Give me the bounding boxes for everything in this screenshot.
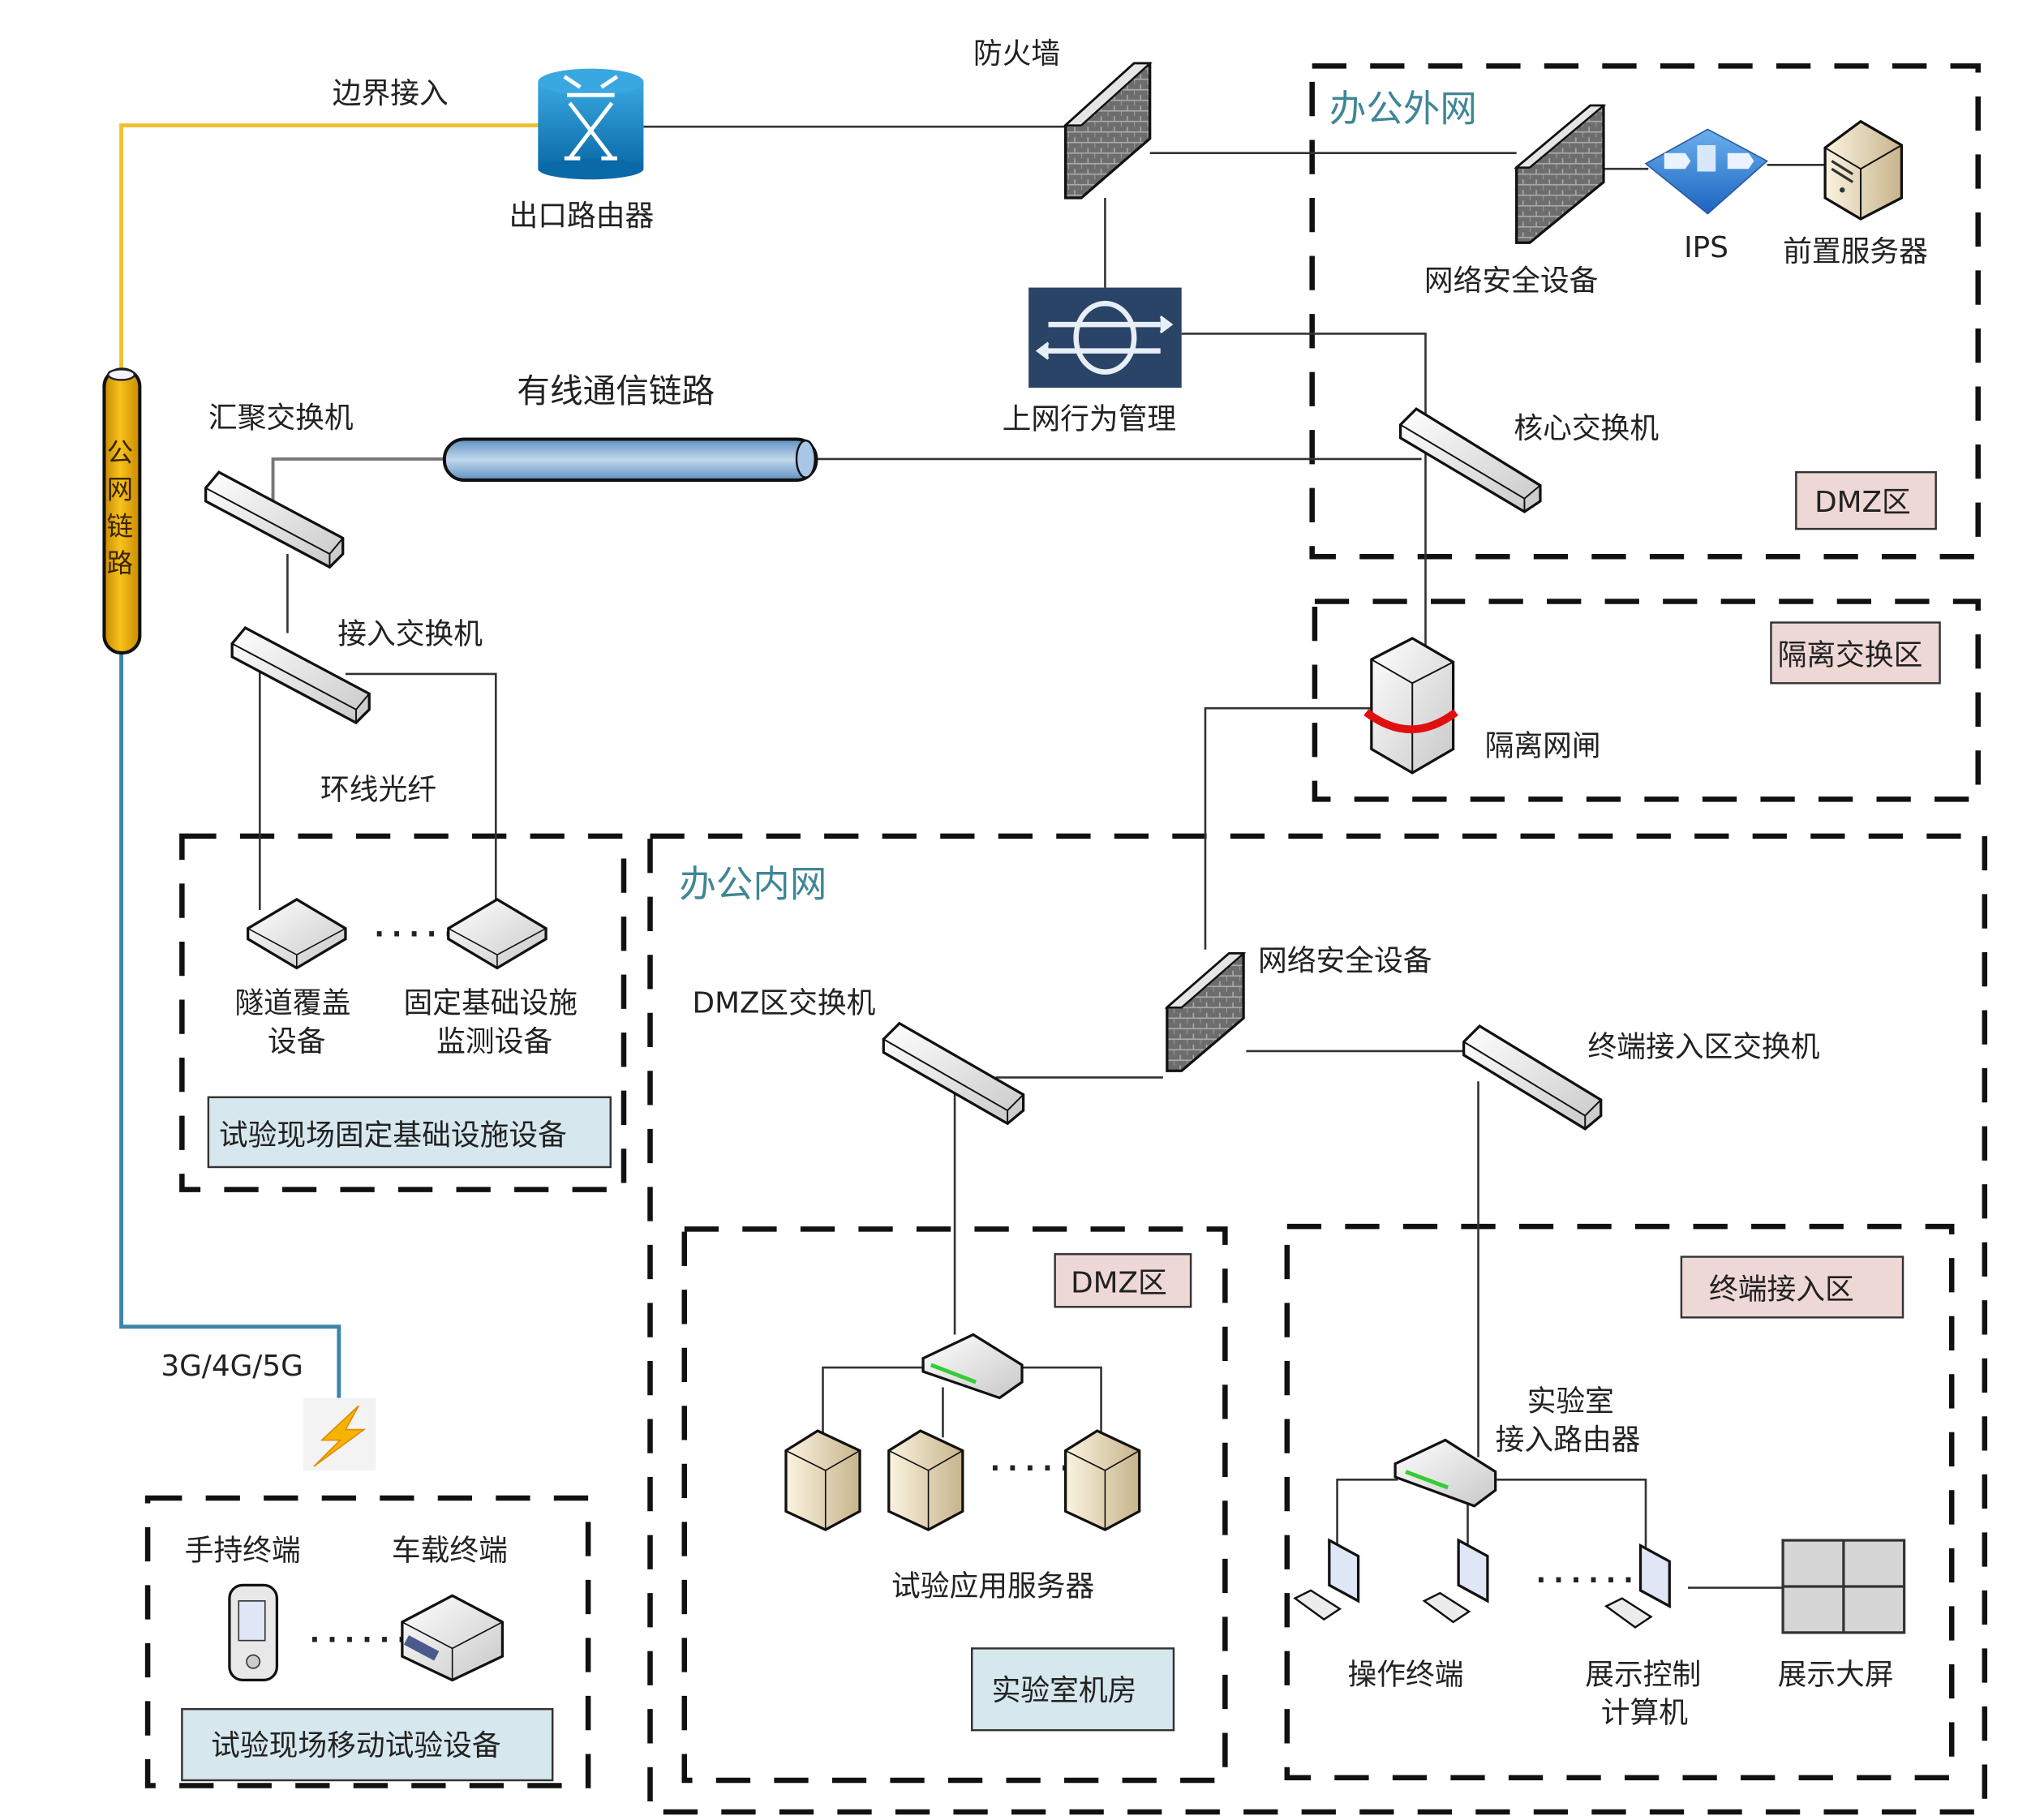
aggregation-switch-icon bbox=[204, 470, 345, 569]
link-router-servers bbox=[822, 1366, 1102, 1438]
label-dmz-switch: DMZ区交换机 bbox=[693, 987, 876, 1020]
ext-security-firewall-icon bbox=[1514, 104, 1607, 244]
label-firewall: 防火墙 bbox=[973, 37, 1060, 71]
label-vehicle: 车载终端 bbox=[392, 1534, 508, 1567]
handheld-terminal-icon bbox=[228, 1583, 279, 1682]
label-handheld: 手持终端 bbox=[185, 1534, 301, 1567]
int-security-firewall-icon bbox=[1164, 951, 1247, 1072]
tag-terminal-access: 终端接入区 bbox=[1680, 1256, 1904, 1319]
label-lab-router-1: 实验室 bbox=[1527, 1385, 1614, 1419]
front-server-icon bbox=[1823, 119, 1904, 221]
label-access-switch: 接入交换机 bbox=[337, 618, 483, 651]
terminal-switch-icon bbox=[1462, 1024, 1603, 1131]
label-display-computer-1: 展示控制 bbox=[1585, 1658, 1701, 1691]
label-int-security: 网络安全设备 bbox=[1258, 945, 1432, 978]
label-display-computer-2: 计算机 bbox=[1601, 1696, 1688, 1729]
label-core-switch: 核心交换机 bbox=[1514, 412, 1659, 445]
label-ring-fiber: 环线光纤 bbox=[320, 773, 436, 806]
label-app-servers: 试验应用服务器 bbox=[891, 1569, 1094, 1603]
app-server-icon bbox=[887, 1429, 964, 1531]
gatekeeper-icon bbox=[1363, 637, 1458, 775]
egress-router-icon bbox=[538, 68, 644, 180]
svg-text:终端接入区: 终端接入区 bbox=[1709, 1273, 1854, 1307]
zone-inner-dmz bbox=[681, 1226, 1228, 1784]
zone-isolation bbox=[1312, 599, 1981, 802]
label-operator-terminal: 操作终端 bbox=[1348, 1658, 1464, 1691]
monitor-device-icon bbox=[447, 898, 548, 970]
label-border-access: 边界接入 bbox=[333, 77, 449, 110]
svg-text:实验室机房: 实验室机房 bbox=[992, 1674, 1137, 1707]
lab-router-icon bbox=[1393, 1438, 1497, 1508]
link-behavior-core bbox=[1181, 333, 1427, 416]
label-lab-router-2: 接入路由器 bbox=[1496, 1423, 1641, 1457]
app-server-icon bbox=[784, 1429, 861, 1531]
label-gatekeeper: 隔离网闸 bbox=[1485, 730, 1601, 763]
ips-icon bbox=[1644, 128, 1768, 215]
display-wall-icon bbox=[1781, 1539, 1906, 1634]
label-aggregation-switch: 汇聚交换机 bbox=[208, 401, 354, 435]
public-network-pipe: 公 网 链 路 bbox=[102, 367, 142, 655]
label-tunnel-device-2: 设备 bbox=[268, 1025, 325, 1058]
access-switch-icon bbox=[230, 625, 371, 725]
core-switch-icon bbox=[1398, 407, 1542, 513]
footer-lab-room: 实验室机房 bbox=[971, 1647, 1175, 1732]
tag-ext-dmz: DMZ区 bbox=[1795, 470, 1937, 530]
svg-text:公: 公 bbox=[107, 437, 134, 468]
label-egress-router: 出口路由器 bbox=[509, 200, 655, 233]
svg-text:网: 网 bbox=[107, 474, 134, 505]
zone-office-internal bbox=[647, 833, 1988, 1815]
link-agg-pipe bbox=[271, 457, 446, 512]
behavior-management-icon bbox=[1028, 287, 1182, 389]
svg-text:DMZ区: DMZ区 bbox=[1071, 1266, 1167, 1299]
label-monitor-device-2: 监测设备 bbox=[436, 1025, 552, 1058]
label-ext-security: 网络安全设备 bbox=[1424, 264, 1599, 298]
label-front-server: 前置服务器 bbox=[1783, 235, 1928, 268]
zone-title-office-external: 办公外网 bbox=[1329, 88, 1477, 131]
display-computer-icon bbox=[1604, 1543, 1671, 1629]
footer-fixed-site: 试验现场固定基础设施设备 bbox=[207, 1096, 612, 1169]
link-border-access bbox=[119, 123, 541, 370]
link-gatekeeper-intsec bbox=[1204, 706, 1372, 950]
label-display-wall: 展示大屏 bbox=[1778, 1658, 1894, 1691]
svg-text:试验现场移动试验设备: 试验现场移动试验设备 bbox=[211, 1729, 501, 1762]
ellipsis-mobile: ...... bbox=[306, 1616, 410, 1649]
svg-text:试验现场固定基础设施设备: 试验现场固定基础设施设备 bbox=[219, 1118, 567, 1152]
vehicle-terminal-icon bbox=[401, 1594, 505, 1682]
zone-title-office-internal: 办公内网 bbox=[679, 863, 827, 906]
zone-mobile-site bbox=[144, 1495, 591, 1788]
svg-text:链: 链 bbox=[107, 511, 134, 542]
svg-text:隔离交换区: 隔离交换区 bbox=[1778, 639, 1923, 672]
link-cellular bbox=[119, 652, 341, 1401]
wired-link-pipe bbox=[442, 437, 818, 482]
svg-text:DMZ区: DMZ区 bbox=[1814, 486, 1911, 519]
zone-fixed-site bbox=[179, 833, 627, 1192]
tag-isolation: 隔离交换区 bbox=[1770, 621, 1941, 685]
label-tunnel-device-1: 隧道覆盖 bbox=[234, 987, 350, 1020]
label-monitor-device-1: 固定基础设施 bbox=[403, 987, 578, 1020]
lightning-icon bbox=[303, 1397, 376, 1470]
svg-text:路: 路 bbox=[107, 548, 134, 579]
operator-terminal-icon bbox=[1422, 1538, 1489, 1624]
link-ring-right bbox=[345, 672, 497, 910]
tunnel-device-icon bbox=[247, 898, 347, 970]
label-ips: IPS bbox=[1684, 231, 1728, 264]
label-behavior-management: 上网行为管理 bbox=[1003, 403, 1177, 436]
app-server-icon bbox=[1064, 1429, 1141, 1531]
dmz-switch-icon bbox=[882, 1021, 1025, 1126]
label-cellular: 3G/4G/5G bbox=[161, 1350, 303, 1383]
ellipsis-terminals: ...... bbox=[1532, 1556, 1637, 1590]
firewall-icon bbox=[1063, 62, 1153, 200]
label-terminal-switch: 终端接入区交换机 bbox=[1587, 1030, 1819, 1063]
zone-terminal-access bbox=[1284, 1223, 1955, 1780]
dmz-router-icon bbox=[921, 1333, 1024, 1400]
label-wired-link: 有线通信链路 bbox=[517, 371, 715, 410]
operator-terminal-icon bbox=[1293, 1538, 1360, 1621]
tag-inner-dmz: DMZ区 bbox=[1054, 1253, 1192, 1308]
footer-mobile-site: 试验现场移动试验设备 bbox=[181, 1707, 554, 1782]
